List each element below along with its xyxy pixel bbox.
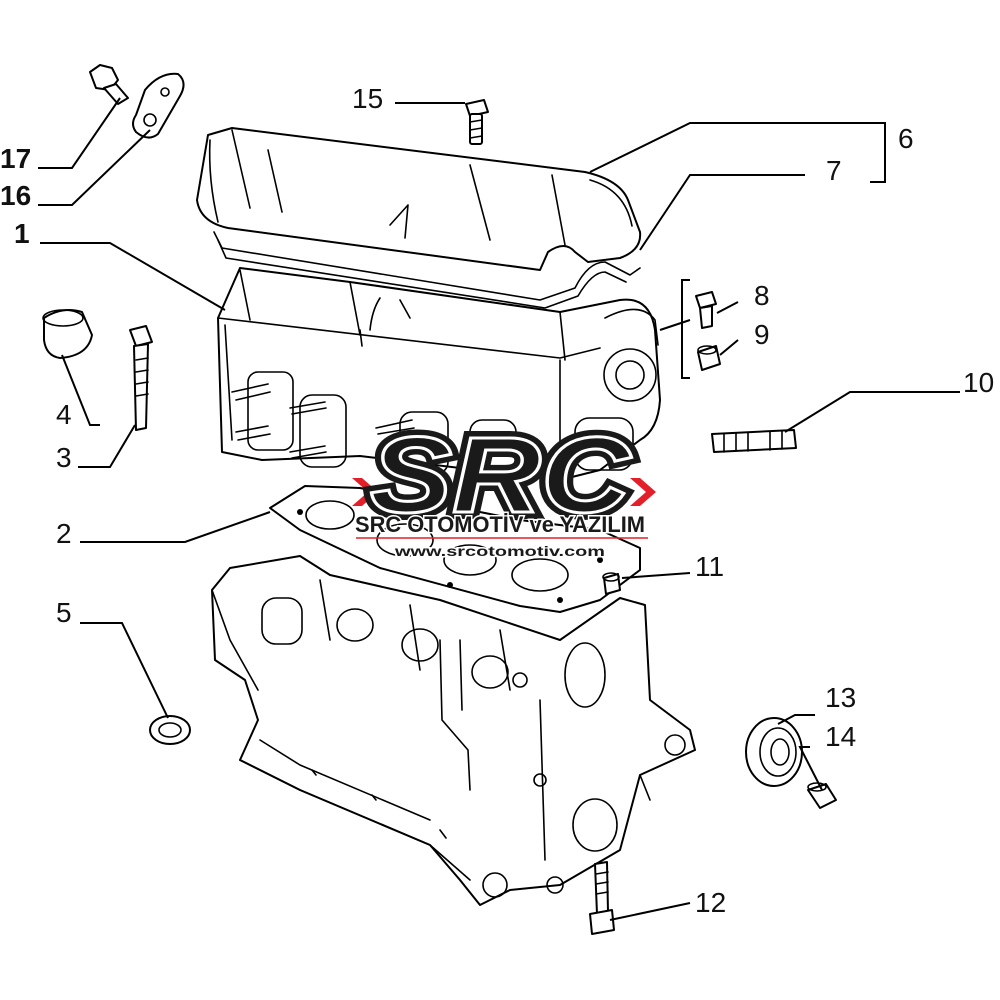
stud-10 xyxy=(711,429,797,453)
callout-15: 15 xyxy=(352,83,383,114)
sleeve-9 xyxy=(697,345,721,371)
callout-9: 9 xyxy=(754,319,770,350)
screw-15 xyxy=(465,99,489,145)
head-gasket xyxy=(269,485,641,613)
watermark: SRC SRC SRC OTOMOTİV ve YAZILIM www.srco… xyxy=(352,407,656,561)
callout-6: 6 xyxy=(898,123,914,154)
dowel-11 xyxy=(602,572,621,595)
callout-4: 4 xyxy=(56,399,72,430)
callout-12: 12 xyxy=(695,887,726,918)
cup-plug-4 xyxy=(42,309,93,359)
leader-lines xyxy=(38,97,960,921)
plug-14 xyxy=(807,782,837,809)
watermark-right-chevron xyxy=(630,478,656,506)
bolt-17 xyxy=(89,64,129,105)
cap-13 xyxy=(745,717,803,787)
callout-1: 1 xyxy=(14,218,30,249)
callout-5: 5 xyxy=(56,597,72,628)
head-bolt-3 xyxy=(129,325,153,431)
valve-cover xyxy=(196,127,642,271)
watermark-logo: SRC xyxy=(370,414,632,535)
callout-8: 8 xyxy=(754,280,770,311)
callout-3: 3 xyxy=(56,442,72,473)
callout-10: 10 xyxy=(963,367,994,398)
callout-16: 16 xyxy=(0,180,31,211)
callout-numbers: 15 6 7 8 9 10 11 12 13 14 17 16 1 4 3 2 … xyxy=(0,83,994,918)
seal-5 xyxy=(149,715,191,745)
callout-17: 17 xyxy=(0,143,31,174)
callout-2: 2 xyxy=(56,518,72,549)
watermark-company: SRC OTOMOTİV ve YAZILIM xyxy=(355,512,645,537)
bolt-8 xyxy=(695,291,717,329)
engine-block xyxy=(211,555,696,906)
watermark-logo-fill: SRC xyxy=(370,414,632,535)
bracket-16 xyxy=(132,72,185,139)
watermark-url: www.srcotomotiv.com xyxy=(394,543,605,559)
callout-13: 13 xyxy=(825,682,856,713)
watermark-left-chevron xyxy=(352,478,378,506)
callout-14: 14 xyxy=(825,721,856,752)
cover-gasket xyxy=(213,231,641,309)
cylinder-head xyxy=(217,267,661,481)
bolt-12 xyxy=(589,861,615,935)
callout-7: 7 xyxy=(826,155,842,186)
callout-11: 11 xyxy=(695,551,724,582)
